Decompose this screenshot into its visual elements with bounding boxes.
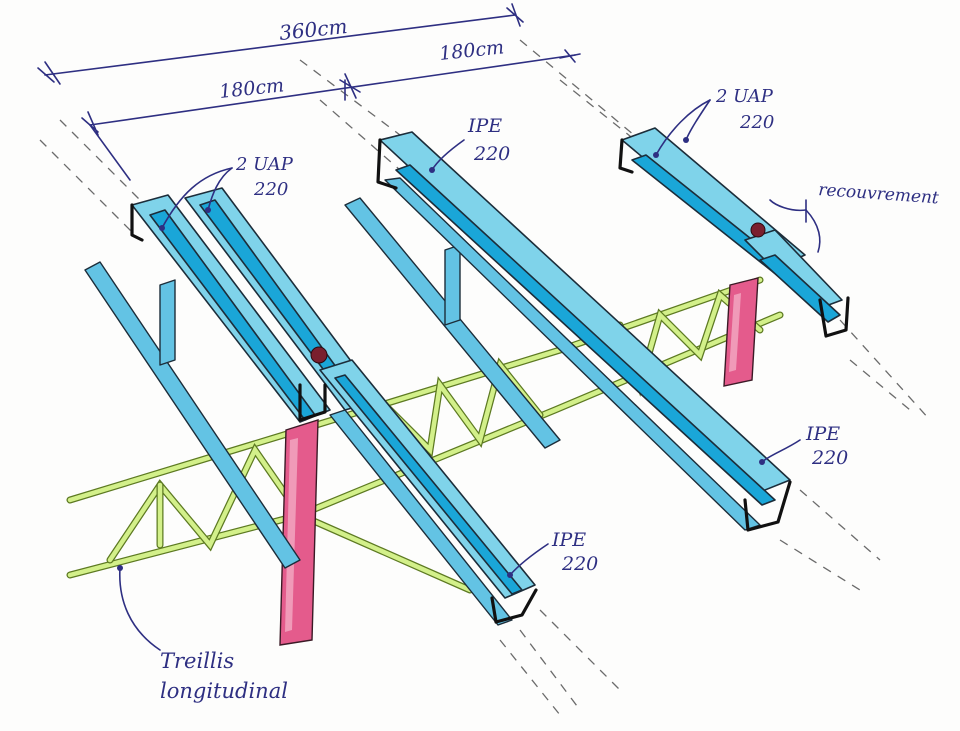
dimension-lines bbox=[37, 3, 581, 181]
longitudinal-truss bbox=[66, 276, 784, 594]
label-ipe-top-1: IPE bbox=[467, 115, 502, 137]
beam-ipe-middle bbox=[376, 131, 792, 532]
beam-ipe-bottom bbox=[319, 359, 538, 626]
lower-secondary-beams bbox=[84, 197, 561, 569]
label-ipe-bottom-1: IPE bbox=[551, 529, 586, 551]
label-ipe-mid-1: IPE bbox=[805, 423, 840, 445]
label-uap-left-1: 2 UAP bbox=[235, 154, 294, 175]
label-recouvrement: recouvrement bbox=[818, 180, 940, 208]
leader-lines bbox=[117, 99, 821, 651]
label-treillis-1: Treillis bbox=[160, 649, 234, 673]
bolt-left bbox=[310, 346, 328, 364]
label-uap-left-2: 220 bbox=[253, 179, 288, 200]
label-dim-total: 360cm bbox=[278, 14, 348, 45]
support-posts bbox=[279, 277, 759, 646]
label-uap-right-1: 2 UAP bbox=[715, 86, 774, 107]
label-ipe-mid-2: 220 bbox=[811, 447, 848, 469]
label-dim-right: 180cm bbox=[438, 36, 505, 65]
bolts bbox=[310, 222, 766, 364]
bolt-right bbox=[750, 222, 766, 238]
beam-2uap-left bbox=[130, 187, 381, 423]
label-treillis-2: longitudinal bbox=[160, 679, 288, 703]
label-uap-right-2: 220 bbox=[739, 112, 774, 133]
label-ipe-bottom-2: 220 bbox=[561, 553, 598, 575]
label-ipe-top-2: 220 bbox=[473, 143, 510, 165]
